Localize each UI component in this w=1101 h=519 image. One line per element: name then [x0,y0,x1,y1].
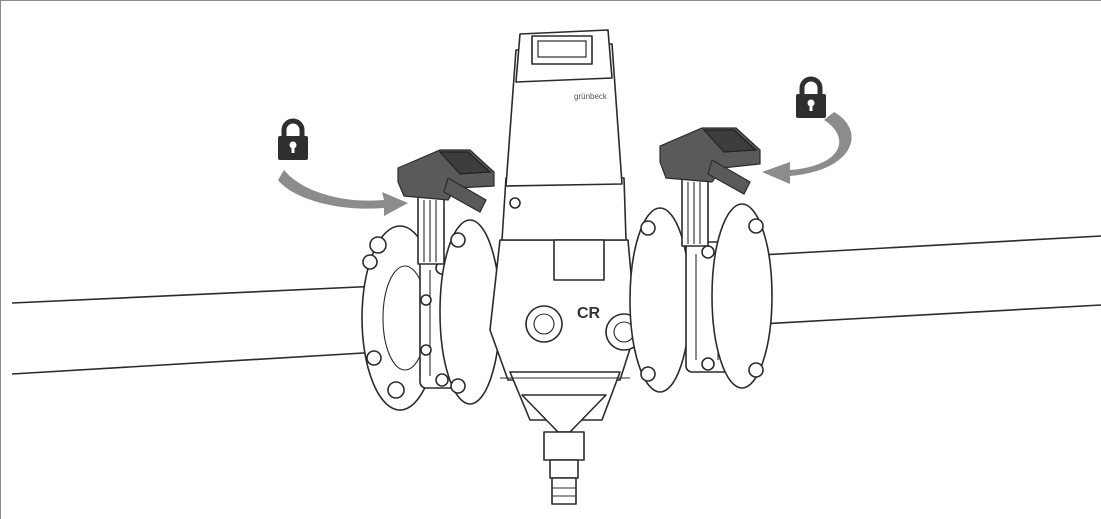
left-inner-flange [439,219,501,405]
lock-icon [278,118,308,160]
left-rotation-arrow [278,170,408,216]
left-valve-handle [397,149,495,213]
filter-housing: grünbeck CR [489,29,643,505]
right-valve-handle [659,127,761,195]
right-valve-stem [681,177,709,247]
symbol-label: CR [577,305,601,322]
right-rotation-arrow [762,112,852,184]
brand-label: grünbeck [574,92,608,101]
right-outer-flange [711,203,773,389]
pipe-right [759,235,1101,325]
left-outer-flange [361,225,439,411]
pipe-left [11,285,381,375]
lock-icon [796,76,826,118]
right-inner-flange [629,207,691,393]
left-valve-stem [417,195,445,265]
